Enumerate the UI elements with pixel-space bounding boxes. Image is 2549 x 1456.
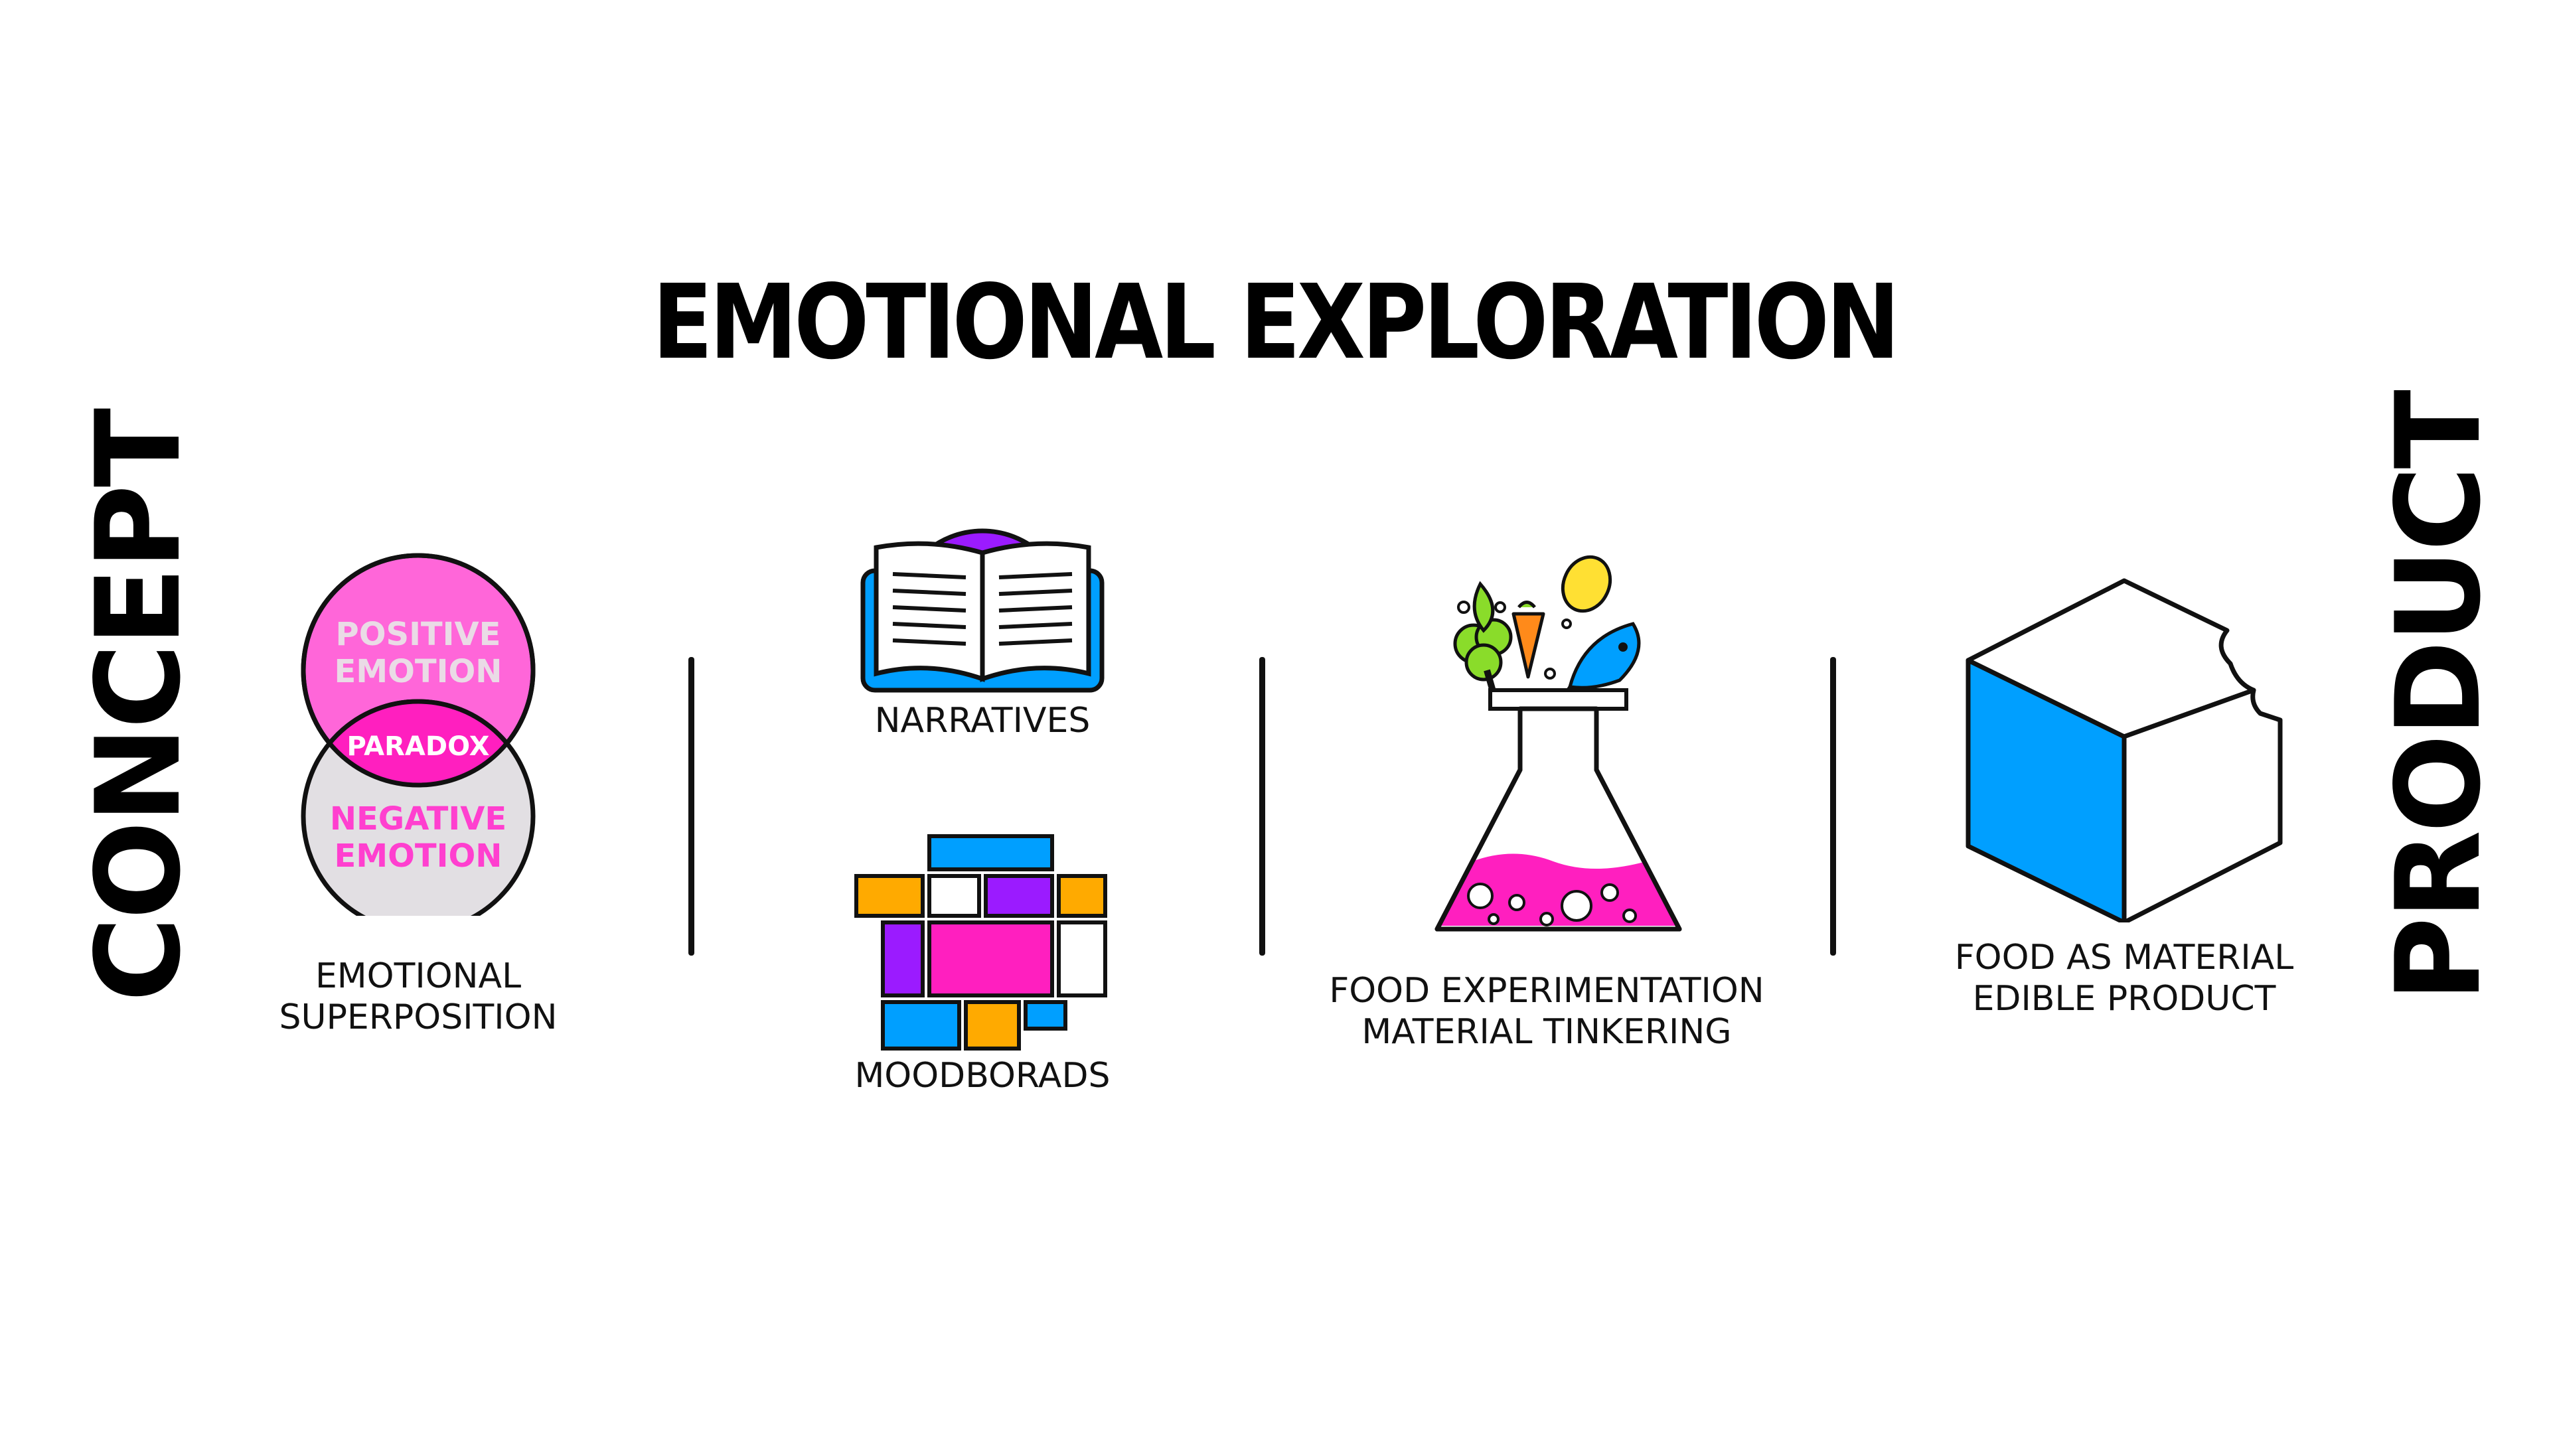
- carrot-icon: [1511, 601, 1545, 679]
- food-caption: FOOD EXPERIMENTATION MATERIAL TINKERING: [1329, 971, 1764, 1052]
- product-label: PRODUCT: [2372, 392, 2507, 1002]
- moodboard-tile: [984, 874, 1054, 918]
- moodboard-tile: [1057, 920, 1107, 997]
- moodboard-tile: [927, 920, 1054, 997]
- svg-text:EMOTION: EMOTION: [335, 837, 502, 875]
- product-caption: FOOD AS MATERIAL EDIBLE PRODUCT: [1954, 938, 2294, 1019]
- paradox-overlap: [303, 699, 533, 785]
- moodboard-tile: [854, 874, 925, 918]
- moodboard-tile: [881, 1000, 961, 1051]
- concept-label: CONCEPT: [72, 410, 206, 1002]
- negative-emotion-text: NEGATIVE: [330, 800, 506, 837]
- moodboard-tile: [927, 874, 981, 918]
- leaf-icon: [1472, 581, 1495, 633]
- paradox-text: PARADOX: [347, 731, 490, 762]
- divider: [1259, 657, 1265, 956]
- bitten-cube-icon: [1966, 578, 2283, 922]
- narratives-caption: NARRATIVES: [874, 701, 1091, 741]
- diagram-title: EMOTIONAL EXPLORATION: [652, 262, 1900, 382]
- moodboard-tile: [964, 1000, 1021, 1051]
- positive-emotion-text: POSITIVE: [336, 616, 501, 653]
- venn-caption: EMOTIONAL SUPERPOSITION: [279, 956, 558, 1037]
- lemon-icon: [1561, 555, 1612, 613]
- moodboard-icon: [854, 834, 1107, 1051]
- divider: [688, 657, 694, 956]
- moodboards-caption: MOODBORADS: [854, 1056, 1111, 1096]
- venn-diagram: POSITIVE EMOTION PARADOX NEGATIVE EMOTIO…: [301, 553, 536, 916]
- moodboard-tile: [1057, 874, 1107, 918]
- flask-food-icon: [1434, 555, 1682, 932]
- moodboard-tile: [927, 834, 1054, 871]
- svg-text:EMOTION: EMOTION: [335, 653, 502, 690]
- moodboard-tile: [1024, 1000, 1067, 1031]
- moodboard-tile: [881, 920, 925, 997]
- divider: [1830, 657, 1836, 956]
- book-rainbow-icon: [860, 528, 1105, 693]
